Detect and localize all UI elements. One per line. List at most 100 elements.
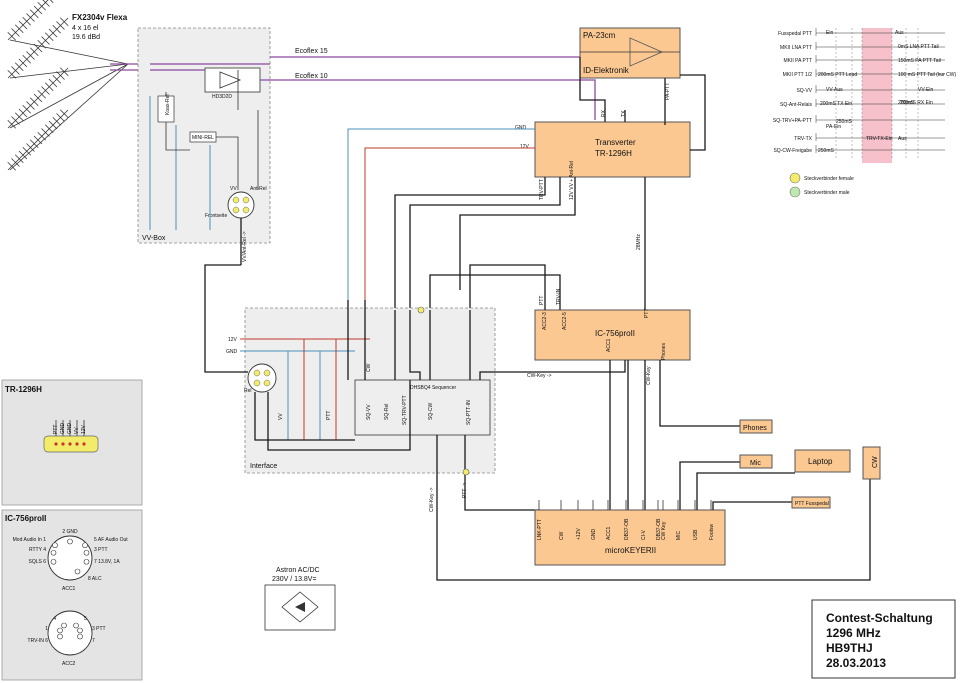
timing-annotation: VV-Aus: [826, 87, 843, 93]
timing-row-label: SQ-Ant-Relais: [780, 102, 812, 108]
sequencer-label: DHSBQ4 Sequencer: [410, 385, 456, 391]
acc2-pin: [77, 633, 83, 640]
ic756-ptt-in-label: PTT: [539, 296, 545, 305]
keyer-pin-label: Footsw: [709, 523, 715, 540]
ic756-title: IC-756proII: [595, 329, 635, 338]
acc2-pin: [57, 627, 63, 634]
seq-cw-label: SQ-CW: [428, 403, 434, 421]
title-line-2: 1296 MHz: [826, 626, 881, 640]
acc2-pin: [57, 633, 63, 640]
title-line-1: Contest-Schaltung: [826, 611, 933, 625]
tr-pin-label: VV: [74, 427, 80, 434]
acc1-pin: [83, 558, 90, 565]
cw-label: CW: [872, 456, 879, 468]
seq-trv-label: SQ-TRV-PTT: [402, 395, 408, 425]
transverter-box: [534, 121, 691, 178]
timing-row-label: MKII PA PTT: [783, 58, 812, 64]
transverter-if-label: 28MHz: [636, 234, 642, 250]
seq-vv-label: SQ-VV: [366, 404, 372, 420]
tr-pin-label: 12V: [81, 424, 87, 434]
keyer-pin-label: ACC1: [606, 526, 612, 540]
timing-annotation: Aus: [898, 136, 907, 142]
yagi-antenna-icon: [7, 0, 54, 41]
tr-pin-label: GND: [67, 423, 73, 435]
mini-relay-label: MINI-REL: [192, 135, 214, 141]
acc1-pin-label: SQLS 6: [28, 559, 46, 565]
ic756-pinout-title: IC-756proII: [5, 514, 46, 523]
transverter-tx-label: TX: [621, 110, 627, 117]
keyer-pin-label: +12V: [576, 528, 582, 540]
timing-row-label: SQ-VV: [796, 88, 812, 94]
legend-male-icon: [789, 186, 801, 198]
transverter-title: Transverter: [595, 138, 636, 147]
acc1-pin-label: 5 AF Audio Out: [94, 537, 128, 543]
timing-annotation: 200mS PTT Lead: [818, 72, 857, 78]
ic756-box: [534, 309, 691, 361]
timing-row-label: SQ-CW-Freigabe: [773, 148, 812, 154]
ecoflex15-label: Ecoflex 15: [295, 48, 328, 55]
mic-label: Mic: [750, 460, 761, 467]
ecoflex10-cable: [150, 69, 596, 120]
title-block: [811, 599, 956, 679]
acc2-label: ACC2: [62, 661, 76, 667]
vvbox-connector-label: Frontseite: [205, 213, 227, 219]
microkeyer-box: [534, 509, 726, 566]
acc1-pin: [74, 568, 81, 575]
transverter-model: TR-1296H: [595, 149, 632, 158]
timing-row-label: MKII LNA PTT: [780, 45, 812, 51]
keyer-pin-label: MIC: [676, 530, 682, 540]
cw-box: [862, 446, 881, 480]
timing-annotation: 150mS PA PTT Tail: [898, 58, 941, 64]
ptt-footswitch-label: PTT Fusspedal: [795, 501, 829, 507]
keyer-pin-label: DB37-OB: [656, 518, 662, 540]
acc2-pin-label: 5: [84, 616, 87, 622]
ecoflex10-label: Ecoflex 10: [295, 73, 328, 80]
acc1-label: ACC1: [62, 586, 76, 592]
ic756-acc2-3-label: ACC2-3: [542, 312, 548, 330]
interface-gnd-label: GND: [226, 349, 238, 355]
ic756-phones-label: Phones: [661, 343, 667, 360]
acc1-pin: [67, 538, 73, 545]
antenna-gain: 19.6 dBd: [72, 34, 100, 41]
tr-pin: [61, 442, 65, 446]
timing-annotation: Aus: [895, 30, 904, 36]
vvbox-input-label: VV/Ant-Rel ->: [242, 231, 248, 262]
seq-rel-label: SQ-Rel: [384, 404, 390, 420]
tr1296-pinout-panel: [1, 379, 143, 506]
phones-box: [739, 419, 773, 434]
acc2-din-connector: [47, 610, 93, 656]
keyer-pin-label: CW Key: [661, 521, 667, 540]
transverter-rx-label: RX: [601, 109, 607, 117]
timing-annotation: PA-Ein: [826, 124, 841, 130]
tr-pin-label: PTT: [53, 425, 59, 434]
timing-annotation: TRV-TX-Ein: [866, 136, 893, 142]
sequencer-block: [354, 379, 491, 436]
keyer-pin-label: GND: [591, 529, 597, 541]
acc1-pin-label: 7 13.8V, 1A: [94, 559, 120, 565]
acc1-pin-label: 3 PTT: [94, 547, 108, 553]
tr-pin: [54, 442, 58, 446]
acc2-pin-label: 4: [53, 616, 56, 622]
acc1-pin: [52, 542, 58, 549]
acc2-pin: [77, 627, 83, 634]
vvbox-connector: [227, 191, 255, 219]
ic756-cwkey-label: CW-Key: [646, 366, 652, 385]
antenna-config: 4 x 16 el: [72, 25, 99, 32]
timing-annotation: VV-Ein: [918, 87, 934, 93]
interface-rel-label: Rel: [244, 388, 252, 394]
acc1-pin-label: 2 GND: [62, 529, 78, 535]
tr1296-pinout-title: TR-1296H: [5, 385, 42, 394]
ic756-ptt-label: PTT: [644, 309, 650, 318]
timing-row-label: MKII PTT 1/2: [783, 72, 813, 78]
ic756-acc2-5-label: ACC2-5: [562, 312, 568, 330]
ic756-acc1-label: ACC1: [606, 338, 612, 352]
phones-label: Phones: [743, 425, 767, 432]
ic756-trv-label: TRV-IN: [556, 288, 562, 305]
pa-subtitle: ID-Elektronik: [583, 66, 630, 75]
legend-female-label: Steckverbinder female: [804, 176, 854, 182]
keyer-ptt-in-label: PTT ->: [462, 483, 468, 498]
keyer-pin-label: LNK-PTT: [537, 519, 543, 540]
title-line-4: 28.03.2013: [826, 656, 886, 670]
transverter-vv-label: 12V VV + Ant-Rel: [569, 161, 575, 200]
